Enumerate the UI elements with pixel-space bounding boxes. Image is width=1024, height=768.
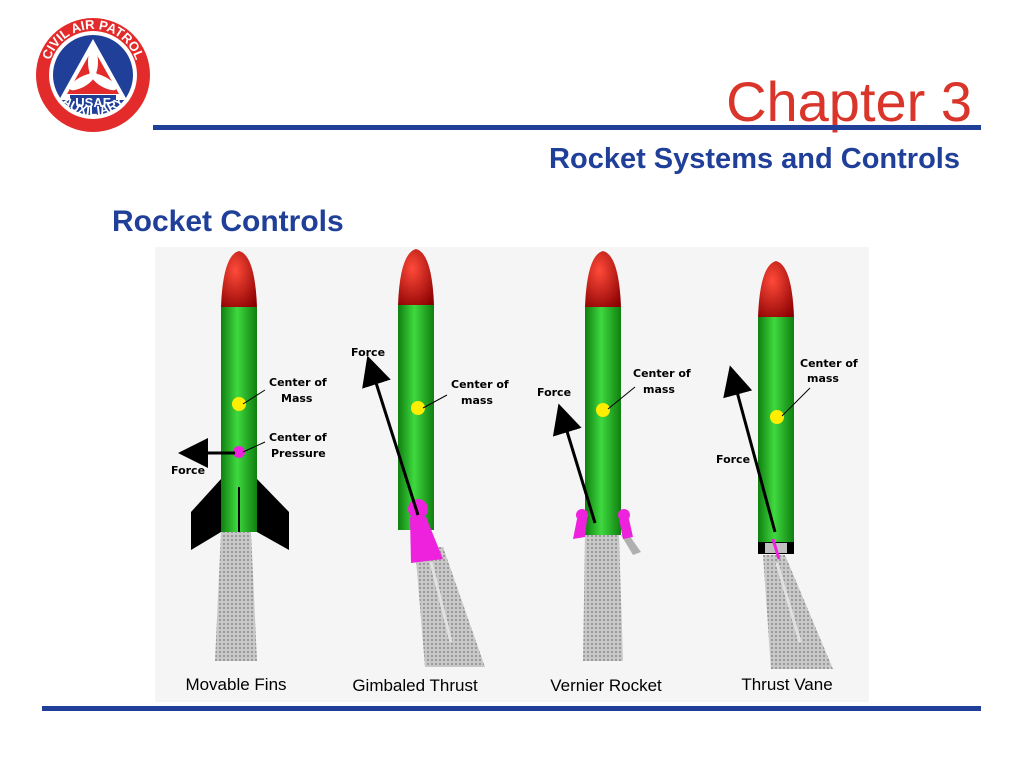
logo-usaf-text: USAF [75,95,110,110]
caption-thrust-vane: Thrust Vane [741,675,832,694]
section-title: Rocket Controls [112,205,344,238]
force-arrow [723,365,777,533]
civil-air-patrol-logo: USAF CIVIL AIR PATROL AUXILIARY [36,17,150,132]
rocket-body [398,305,434,530]
exhaust-plume [583,535,623,661]
nose-cone [585,251,621,307]
panel-vernier-rocket: Center of mass Force Vernier Rocket [537,251,691,695]
label-force: Force [716,453,750,466]
label-center-of: Center of [800,357,858,370]
panel-thrust-vane: Center of mass Force Thrust Vane [716,261,858,694]
panel-gimbaled-thrust: Center of mass Force Gimbaled Thrust [351,249,509,695]
panel-movable-fins: Center of Mass Center of Pressure Force … [171,251,327,694]
nose-cone [398,249,434,305]
center-of-mass-dot [770,410,784,424]
footer-rule [42,706,981,711]
force-arrow [552,403,597,524]
force-arrow [362,355,420,516]
caption-gimbaled-thrust: Gimbaled Thrust [352,676,478,695]
rocket-controls-diagram: Center of Mass Center of Pressure Force … [155,247,869,702]
thrust-vane [771,538,781,560]
center-of-mass-dot [232,397,246,411]
caption-movable-fins: Movable Fins [185,675,286,694]
label-force: Force [351,346,385,359]
center-of-mass-dot [596,403,610,417]
label-mass: Mass [281,392,313,405]
vernier-thrusters [573,509,633,539]
label-center-of: Center of [451,378,509,391]
label-mass: mass [461,394,493,407]
label-force: Force [537,386,571,399]
label-center-of: Center of [269,376,327,389]
nose-cone [758,261,794,317]
label-force: Force [171,464,205,477]
center-of-pressure-dot [233,446,245,458]
right-fin [257,479,289,550]
exhaust-plume [415,547,485,667]
label-pressure: Pressure [271,447,326,460]
header-rule [153,125,981,130]
exhaust-plume [763,555,833,669]
caption-vernier-rocket: Vernier Rocket [550,676,662,695]
chapter-subtitle: Rocket Systems and Controls [549,143,960,175]
exhaust-plume [215,532,257,661]
label-center-of: Center of [269,431,327,444]
gimbal-nozzle [408,499,443,563]
rocket-body [585,307,621,535]
center-of-mass-dot [411,401,425,415]
label-mass: mass [643,383,675,396]
chapter-title: Chapter 3 [726,70,972,133]
label-mass: mass [807,372,839,385]
label-center-of: Center of [633,367,691,380]
nose-cone [221,251,257,307]
left-fin [191,479,221,550]
rocket-body [758,317,794,542]
